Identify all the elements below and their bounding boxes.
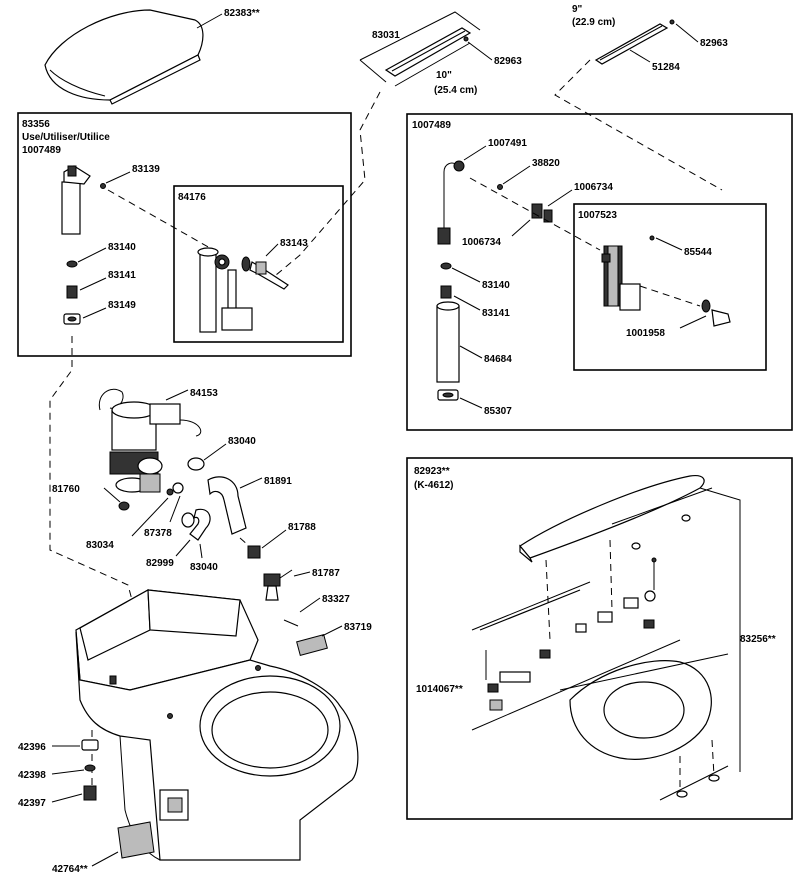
label-1007523: 1007523 bbox=[578, 210, 617, 221]
hinge-parts bbox=[471, 557, 681, 731]
label-42764: 42764** bbox=[52, 864, 88, 875]
elbow-82999 bbox=[189, 508, 211, 541]
part-81787 bbox=[263, 569, 293, 601]
label-82383: 82383** bbox=[224, 8, 260, 19]
label-83140-a: 83140 bbox=[108, 242, 136, 253]
label-84153: 84153 bbox=[190, 388, 218, 399]
label-83719: 83719 bbox=[344, 622, 372, 633]
label-83040-b: 83040 bbox=[190, 562, 218, 573]
label-83034: 83034 bbox=[86, 540, 114, 551]
dimension-22-9cm: (22.9 cm) bbox=[572, 17, 615, 28]
tank-lid bbox=[44, 9, 204, 105]
label-85544: 85544 bbox=[684, 247, 712, 258]
box-84176 bbox=[173, 185, 344, 343]
box-82923 bbox=[406, 457, 793, 820]
flush-valve-lever-83143 bbox=[241, 256, 289, 290]
label-83143: 83143 bbox=[280, 238, 308, 249]
label-42398: 42398 bbox=[18, 770, 46, 781]
box-1007489 bbox=[406, 113, 793, 431]
flush-actuator-84153 bbox=[98, 388, 202, 493]
label-1006734-a: 1006734 bbox=[574, 182, 613, 193]
label-83141-b: 83141 bbox=[482, 308, 510, 319]
washer-83140-b bbox=[440, 262, 452, 270]
flush-bar-10in bbox=[359, 11, 481, 87]
label-38820: 38820 bbox=[532, 158, 560, 169]
bolt-42397 bbox=[83, 785, 97, 801]
spring-83141-a bbox=[66, 285, 78, 299]
label-1007489-a: 1007489 bbox=[22, 145, 61, 156]
label-81891: 81891 bbox=[264, 476, 292, 487]
label-82999: 82999 bbox=[146, 558, 174, 569]
clip-1006734 bbox=[531, 203, 553, 223]
fill-valve-tube bbox=[437, 160, 465, 245]
screw-81760 bbox=[118, 501, 130, 511]
label-83140-b: 83140 bbox=[482, 280, 510, 291]
label-81760: 81760 bbox=[52, 484, 80, 495]
label-1006734-b: 1006734 bbox=[462, 237, 501, 248]
ring-83040-a bbox=[187, 457, 205, 471]
flush-bar-9in bbox=[594, 23, 669, 65]
valve-tube-left bbox=[61, 165, 91, 235]
ring-83040-b bbox=[181, 512, 195, 528]
label-81788: 81788 bbox=[288, 522, 316, 533]
dimension-10in: 10" bbox=[436, 70, 452, 81]
dimension-25-4cm: (25.4 cm) bbox=[434, 85, 477, 96]
part-83719 bbox=[296, 634, 328, 656]
label-83141-a: 83141 bbox=[108, 270, 136, 281]
washer-42398 bbox=[84, 764, 96, 772]
flush-valve-1007523 bbox=[601, 245, 641, 311]
label-83327: 83327 bbox=[322, 594, 350, 605]
label-83031: 83031 bbox=[372, 30, 400, 41]
label-87378: 87378 bbox=[144, 528, 172, 539]
box-1007523 bbox=[573, 203, 767, 371]
label-83356: 83356 bbox=[22, 119, 50, 130]
dimension-9in: 9" bbox=[572, 4, 583, 15]
toilet-body bbox=[75, 589, 359, 861]
label-k4612: (K-4612) bbox=[414, 480, 453, 491]
tube-84684 bbox=[436, 305, 460, 383]
label-use-text: Use/Utiliser/Utilice bbox=[22, 132, 110, 143]
label-83139: 83139 bbox=[132, 164, 160, 175]
label-82963-a: 82963 bbox=[494, 56, 522, 67]
label-83040-a: 83040 bbox=[228, 436, 256, 447]
label-42397: 42397 bbox=[18, 798, 46, 809]
handle-1001958 bbox=[701, 299, 731, 327]
label-84684: 84684 bbox=[484, 354, 512, 365]
label-1007491: 1007491 bbox=[488, 138, 527, 149]
spring-83141-b bbox=[440, 285, 452, 299]
seat-ring bbox=[559, 653, 729, 760]
overflow-tube bbox=[197, 247, 253, 333]
label-81787: 81787 bbox=[312, 568, 340, 579]
part-81788 bbox=[247, 545, 261, 559]
seat-lid bbox=[519, 475, 705, 563]
label-42396: 42396 bbox=[18, 742, 46, 753]
cover-42764 bbox=[117, 821, 155, 859]
bolt-cap-42396 bbox=[81, 739, 99, 751]
label-83256: 83256** bbox=[740, 634, 776, 645]
hose-81891 bbox=[207, 476, 247, 535]
label-83149: 83149 bbox=[108, 300, 136, 311]
washer-83140-a bbox=[66, 260, 78, 268]
label-82963-b: 82963 bbox=[700, 38, 728, 49]
label-51284: 51284 bbox=[652, 62, 680, 73]
label-1007489-b: 1007489 bbox=[412, 120, 451, 131]
box-83356 bbox=[17, 112, 352, 357]
label-84176: 84176 bbox=[178, 192, 206, 203]
label-1014067: 1014067** bbox=[416, 684, 463, 695]
label-1001958: 1001958 bbox=[626, 328, 665, 339]
label-85307: 85307 bbox=[484, 406, 512, 417]
label-82923: 82923** bbox=[414, 466, 450, 477]
